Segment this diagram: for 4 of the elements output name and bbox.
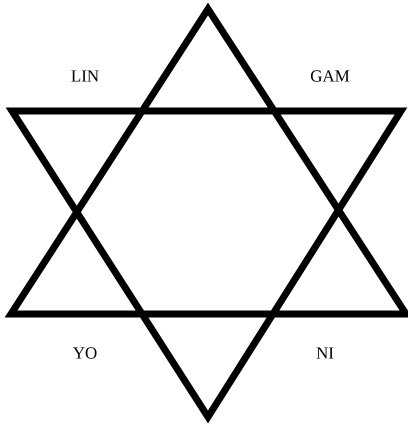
text-label: NI <box>316 347 334 359</box>
text-label: LIN <box>71 70 99 82</box>
text-label: YO <box>72 347 97 359</box>
text-label: GAM <box>310 70 350 82</box>
